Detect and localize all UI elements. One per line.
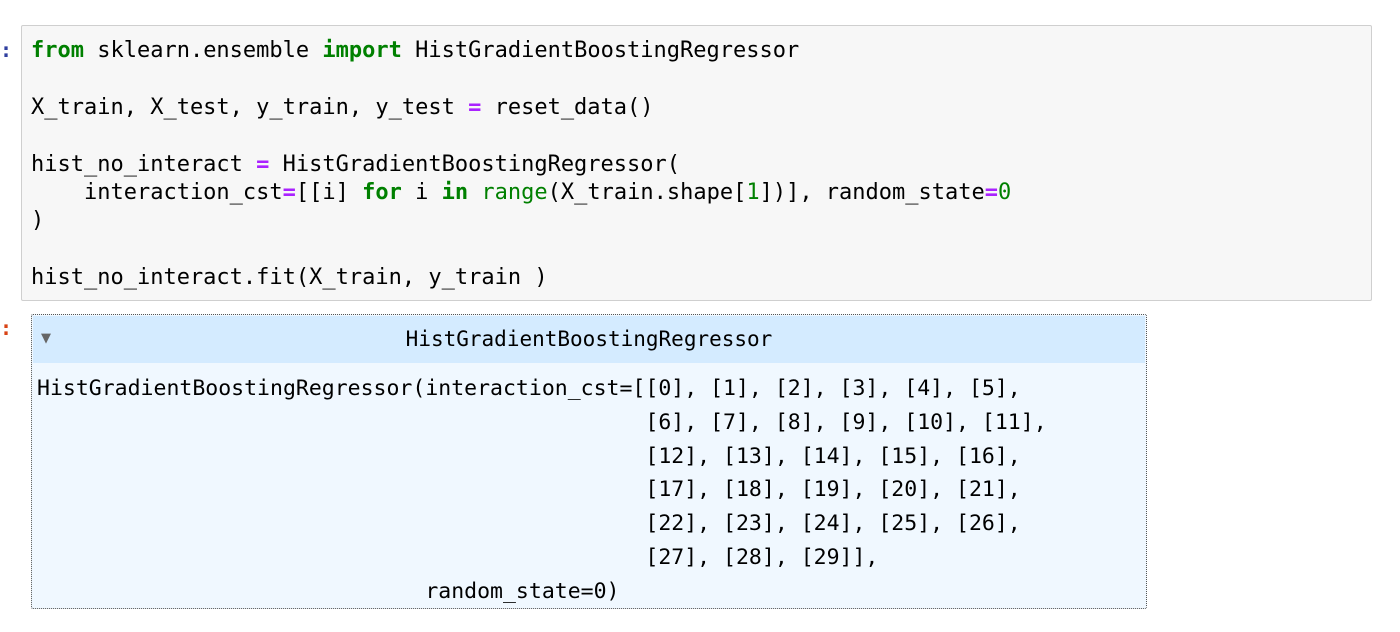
code-token-num: 1 bbox=[746, 179, 760, 205]
triangle-down-icon[interactable]: ▼ bbox=[41, 331, 51, 346]
estimator-title: HistGradientBoostingRegressor bbox=[405, 327, 773, 351]
code-line bbox=[31, 65, 1011, 93]
code-token-kw: from bbox=[31, 38, 84, 63]
estimator-header-toggle[interactable]: ▼ HistGradientBoostingRegressor bbox=[33, 316, 1145, 363]
code-token: hist_no_interact bbox=[31, 151, 257, 177]
code-token-op: = bbox=[282, 179, 296, 205]
code-token: ) bbox=[31, 208, 45, 234]
repr-line: random_state=0) bbox=[37, 578, 620, 604]
code-input-cell[interactable]: from sklearn.ensemble import HistGradien… bbox=[21, 25, 1372, 301]
code-token-op: = bbox=[468, 94, 482, 120]
code-token-bi: range bbox=[481, 179, 548, 205]
code-token: reset_data() bbox=[481, 94, 654, 120]
code-token-kw: for bbox=[362, 179, 402, 205]
code-token: HistGradientBoostingRegressor bbox=[401, 38, 800, 63]
code-token bbox=[468, 180, 481, 205]
code-line bbox=[31, 236, 1011, 264]
code-token: hist_no_interact.fit(X_train, y_train ) bbox=[31, 265, 548, 291]
code-line: hist_no_interact.fit(X_train, y_train ) bbox=[31, 264, 1011, 292]
code-line: hist_no_interact = HistGradientBoostingR… bbox=[31, 151, 1011, 179]
code-token-kw: in bbox=[441, 179, 469, 205]
code-token: X_train, X_test, y_train, y_test bbox=[31, 94, 469, 120]
code-token: sklearn.ensemble bbox=[83, 38, 323, 63]
repr-line: [17], [18], [19], [20], [21], bbox=[37, 477, 1021, 503]
repr-line: [22], [23], [24], [25], [26], bbox=[37, 511, 1021, 537]
code-token-op: = bbox=[984, 179, 998, 205]
code-line bbox=[31, 122, 1011, 150]
code-token: (X_train.shape[ bbox=[547, 179, 747, 205]
code-line: from sklearn.ensemble import HistGradien… bbox=[31, 37, 1011, 65]
code-token: interaction_cst bbox=[31, 179, 283, 205]
repr-line: HistGradientBoostingRegressor(interactio… bbox=[37, 376, 1021, 401]
code-token-kw: import bbox=[322, 38, 402, 63]
estimator-repr: HistGradientBoostingRegressor(interactio… bbox=[37, 372, 1047, 608]
code-line: X_train, X_test, y_train, y_test = reset… bbox=[31, 94, 1011, 122]
code-token: [[i] bbox=[295, 179, 363, 205]
code-editor[interactable]: from sklearn.ensemble import HistGradien… bbox=[31, 37, 1011, 293]
code-line: ) bbox=[31, 207, 1011, 235]
repr-line: [27], [28], [29]], bbox=[37, 544, 879, 570]
code-token: HistGradientBoostingRegressor( bbox=[269, 151, 681, 177]
code-line: interaction_cst=[[i] for i in range(X_tr… bbox=[31, 179, 1011, 207]
code-token: i bbox=[401, 179, 442, 205]
output-prompt: : bbox=[0, 316, 13, 340]
code-token: ])], random_state bbox=[759, 179, 985, 205]
input-prompt: : bbox=[0, 38, 13, 62]
repr-line: [6], [7], [8], [9], [10], [11], bbox=[37, 409, 1047, 435]
estimator-output-box: ▼ HistGradientBoostingRegressor HistGrad… bbox=[31, 314, 1147, 609]
repr-line: [12], [13], [14], [15], [16], bbox=[37, 443, 1021, 469]
code-token-op: = bbox=[256, 151, 270, 177]
code-token-num: 0 bbox=[998, 179, 1012, 205]
